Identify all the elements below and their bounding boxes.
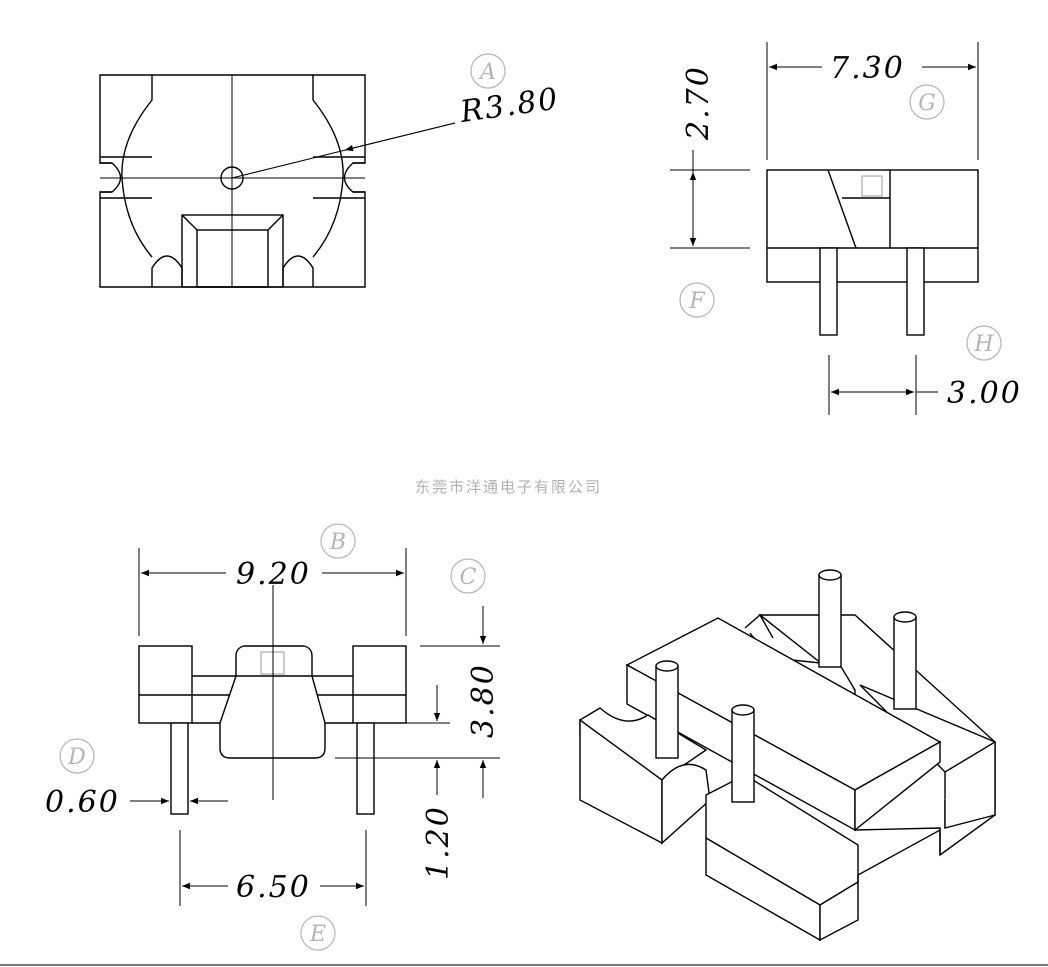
svg-text:H: H bbox=[973, 332, 994, 357]
tag-c: C bbox=[450, 558, 486, 594]
svg-text:G: G bbox=[918, 91, 936, 116]
tag-h: H bbox=[966, 325, 1002, 361]
tag-f: F bbox=[679, 282, 715, 318]
front-view bbox=[130, 548, 500, 906]
svg-text:A: A bbox=[478, 60, 496, 85]
pin-3 bbox=[655, 660, 679, 759]
height-dimension: 2.70 bbox=[681, 65, 716, 141]
pin-4 bbox=[731, 704, 755, 803]
tag-g: G bbox=[909, 84, 945, 120]
radius-dimension: R3.80 bbox=[457, 81, 561, 130]
svg-text:B: B bbox=[329, 530, 346, 555]
body-height-dimension: 3.80 bbox=[466, 663, 501, 738]
top-view bbox=[99, 74, 456, 288]
top-width-dimension: 7.30 bbox=[830, 51, 905, 86]
svg-text:D: D bbox=[67, 745, 86, 770]
overall-width-dimension: 9.20 bbox=[236, 557, 311, 592]
tag-a: A bbox=[470, 53, 506, 89]
svg-text:F: F bbox=[688, 289, 705, 314]
tag-e: E bbox=[300, 915, 336, 951]
pin-width-dimension: 0.60 bbox=[45, 785, 120, 820]
pin-1 bbox=[818, 569, 842, 668]
tag-b: B bbox=[320, 523, 356, 559]
svg-text:C: C bbox=[460, 565, 477, 590]
pin-2 bbox=[893, 611, 917, 710]
pin-length-dimension: 1.20 bbox=[421, 805, 456, 880]
isometric-view bbox=[579, 569, 997, 942]
tag-d: D bbox=[59, 738, 95, 774]
company-watermark: 东莞市洋通电子有限公司 bbox=[415, 478, 602, 496]
pin-pitch-dimension: 3.00 bbox=[947, 376, 1022, 411]
side-view bbox=[670, 42, 979, 415]
svg-text:E: E bbox=[309, 922, 326, 947]
pin-span-dimension: 6.50 bbox=[236, 870, 311, 905]
